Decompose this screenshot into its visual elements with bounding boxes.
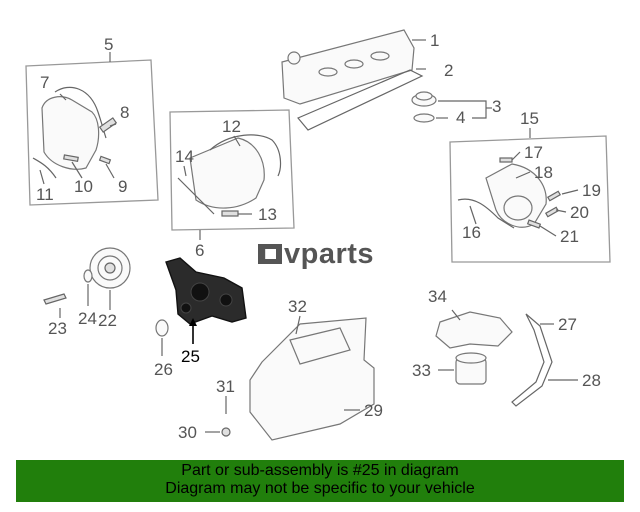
callout-19: 19	[582, 181, 601, 200]
callout-18: 18	[534, 163, 553, 182]
valve-cover-group	[281, 29, 426, 131]
callout-26: 26	[154, 360, 173, 379]
callout-34: 34	[428, 287, 447, 306]
callout-32: 32	[288, 297, 307, 316]
callout-4: 4	[456, 108, 465, 127]
callout-3: 3	[492, 97, 501, 116]
callout-33: 33	[412, 361, 431, 380]
callout-21: 21	[560, 227, 579, 246]
oil-pump-25	[165, 257, 247, 344]
diagram-notice-banner: Part or sub-assembly is #25 in diagram D…	[16, 460, 624, 502]
timing-cover-7	[41, 96, 100, 170]
callout-24: 24	[78, 309, 97, 328]
callout-28: 28	[582, 371, 601, 390]
brand-text: vparts	[284, 237, 375, 270]
timing-cover-12	[189, 137, 265, 209]
callout-15: 15	[520, 109, 539, 128]
oil-filter-group	[435, 309, 578, 407]
callout-13: 13	[258, 205, 277, 224]
callout-7: 7	[40, 73, 49, 92]
group-box-15	[449, 128, 611, 263]
crank-pulley-group	[43, 247, 131, 318]
callout-22: 22	[98, 311, 117, 330]
bolt-23	[43, 293, 67, 305]
group-box-6	[169, 109, 295, 240]
oil-pan-group	[205, 315, 375, 441]
callout-9: 9	[118, 177, 127, 196]
oil-filter-adapter	[435, 311, 513, 349]
oil-filler-cap-group	[411, 91, 492, 123]
callout-23: 23	[48, 319, 67, 338]
vparts-logo: vparts	[258, 238, 374, 270]
callout-16: 16	[462, 223, 481, 242]
callout-12: 12	[222, 117, 241, 136]
callout-31: 31	[216, 377, 235, 396]
group-box-5	[25, 52, 159, 206]
callout-17: 17	[524, 143, 543, 162]
callout-5: 5	[104, 35, 113, 54]
callout-14: 14	[175, 147, 194, 166]
callout-8: 8	[120, 103, 129, 122]
callout-27: 27	[558, 315, 577, 334]
callout-11: 11	[36, 185, 54, 204]
banner-line-2: Diagram may not be specific to your vehi…	[165, 480, 475, 497]
callout-6: 6	[195, 241, 204, 260]
vparts-mark-icon	[258, 244, 282, 264]
callout-30: 30	[178, 423, 197, 442]
callout-10: 10	[74, 177, 93, 196]
banner-line-1: Part or sub-assembly is #25 in diagram	[181, 462, 459, 479]
callout-20: 20	[570, 203, 589, 222]
seal-26	[155, 319, 169, 337]
callout-25: 25	[181, 347, 200, 366]
callout-1: 1	[430, 31, 439, 50]
callout-2: 2	[444, 61, 453, 80]
callout-29: 29	[364, 401, 383, 420]
